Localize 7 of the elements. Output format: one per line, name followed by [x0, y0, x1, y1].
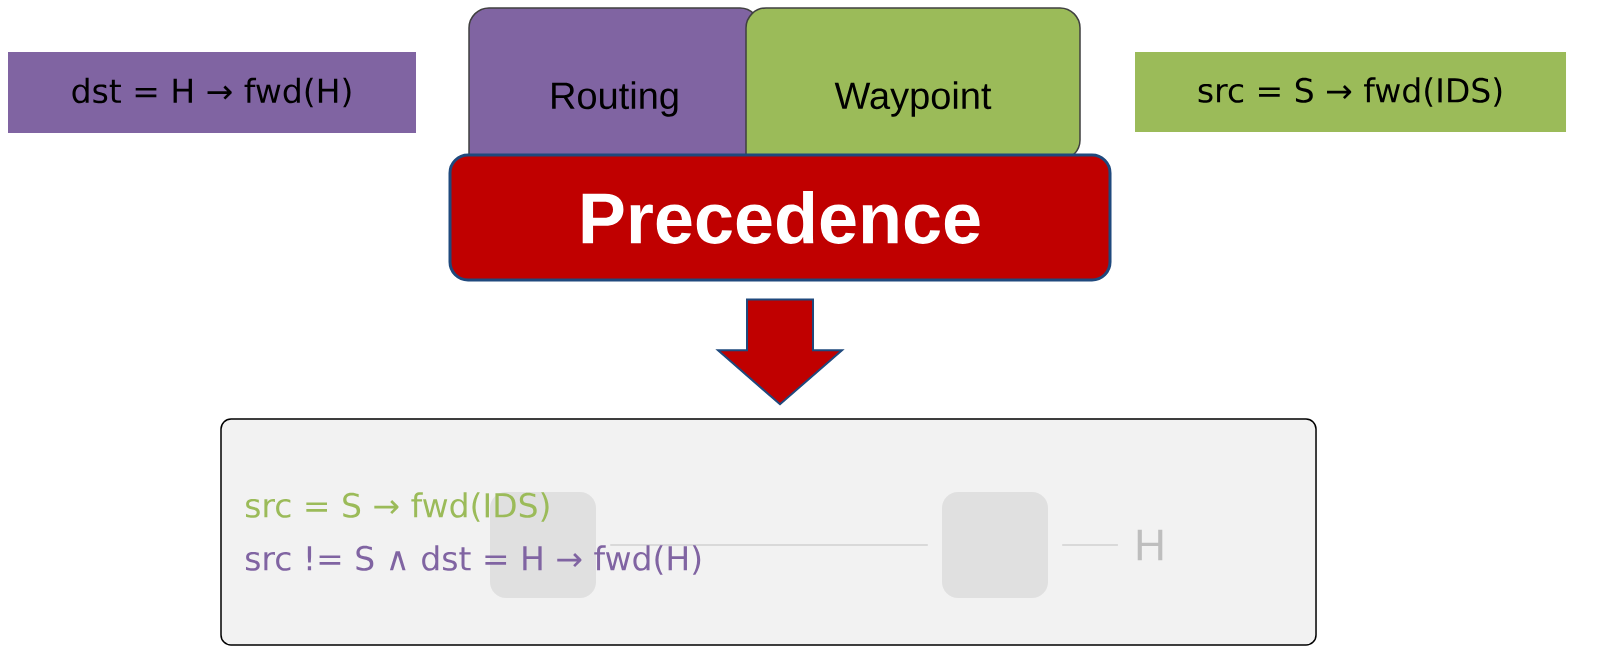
rule-text: src = S → fwd(IDS) [246, 492, 549, 522]
block-arrow [715, 298, 845, 406]
rule-text: src != S ∧ dst = H → fwd(H) [246, 545, 701, 575]
waypoint-tab: Waypoint [745, 7, 1081, 161]
rule-panel [220, 418, 1317, 646]
precedence-banner: Precedence [448, 153, 1112, 282]
routing-tab: Routing [468, 7, 761, 161]
